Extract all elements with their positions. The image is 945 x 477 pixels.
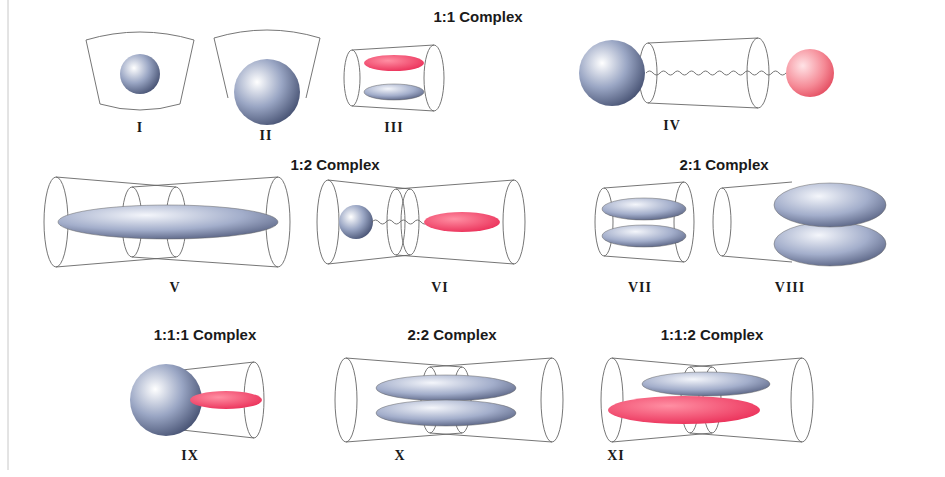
- cyclodextrin-cone: [335, 358, 563, 442]
- guest-ellipse: [376, 400, 516, 426]
- cyclodextrin-cone: [595, 182, 694, 262]
- guest-ellipse: [58, 205, 278, 239]
- guest-ellipse: [602, 225, 686, 247]
- guest-ellipse: [642, 372, 770, 396]
- guest-sphere: [579, 40, 645, 106]
- guest-sphere: [120, 54, 160, 94]
- cyclodextrin-cylinder: [344, 45, 444, 111]
- complex-number: IV: [663, 118, 681, 134]
- complex-number: I: [137, 120, 143, 136]
- complex-number: IX: [181, 448, 199, 464]
- guest-ellipse: [364, 84, 424, 100]
- guest-ellipse: [190, 391, 262, 409]
- guest-ellipse: [364, 55, 424, 71]
- guest-ellipse: [602, 198, 686, 220]
- guest-sphere: [234, 59, 300, 125]
- guest-ellipsoid: [774, 183, 886, 227]
- complex-heading: 2:1 Complex: [679, 156, 768, 173]
- complex-heading: 1:1:1 Complex: [154, 326, 257, 343]
- guest-ellipse: [376, 375, 516, 401]
- guest-ellipse: [608, 396, 760, 424]
- complex-heading: 1:2 Complex: [290, 156, 379, 173]
- cyclodextrin-cylinder: [639, 38, 769, 108]
- complex-number: VIII: [775, 280, 805, 296]
- complex-number: III: [384, 120, 403, 136]
- complex-number: XI: [607, 448, 625, 464]
- complex-number: X: [394, 448, 405, 464]
- complex-number: V: [169, 280, 180, 296]
- guest-ellipsoid: [774, 222, 886, 266]
- complex-heading: 1:1 Complex: [433, 8, 522, 25]
- complex-number: VII: [628, 280, 652, 296]
- cyclodextrin-cone: [601, 358, 813, 442]
- guest-ellipse: [424, 212, 500, 232]
- cyclodextrin-cone: [317, 180, 525, 264]
- cyclodextrin-cone: [86, 32, 194, 110]
- complex-number: II: [260, 128, 273, 144]
- complex-number: VI: [431, 280, 449, 296]
- guest-sphere: [786, 49, 834, 97]
- cyclodextrin-cone: [182, 362, 264, 438]
- linker: [646, 71, 786, 75]
- complex-heading: 1:1:2 Complex: [661, 326, 764, 343]
- frame-line: [8, 0, 9, 470]
- complex-heading: 2:2 Complex: [407, 326, 496, 343]
- guest-sphere: [339, 205, 373, 239]
- cyclodextrin-cone: [44, 177, 290, 267]
- linker: [372, 220, 428, 224]
